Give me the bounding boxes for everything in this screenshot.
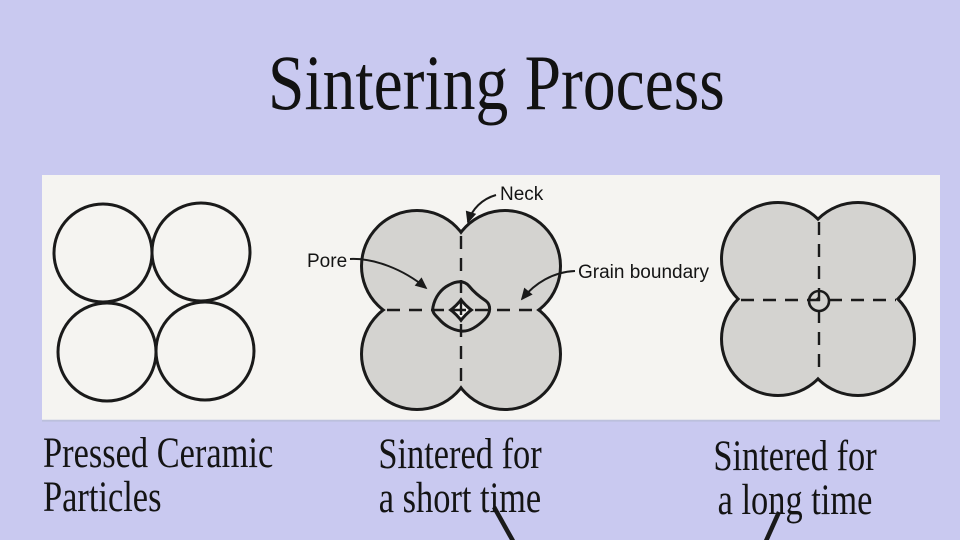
grain-lobe-fill — [451, 300, 559, 408]
caption-sintered-short: Sintered for a short time — [310, 433, 610, 520]
neck-arrow — [465, 194, 497, 224]
pore-circle — [807, 289, 831, 313]
particle-circle — [154, 300, 256, 402]
grain-lobe-fill — [363, 300, 471, 408]
caption-line: Particles — [43, 473, 162, 521]
grain-lobe-fill — [723, 284, 833, 394]
grain-lobe-fill — [363, 212, 471, 320]
pore-arrow — [349, 257, 428, 290]
sintered-short-figure — [360, 209, 562, 411]
callout-line-short-time — [492, 505, 515, 540]
grain-boundary-label: Grain boundary — [578, 262, 709, 283]
caption-line: Pressed Ceramic — [43, 430, 274, 477]
grain-lobe-fill — [803, 284, 913, 394]
neck-label: Neck — [500, 184, 544, 205]
page-title-text: Sintering Process — [268, 39, 725, 126]
caption-sintered-long: Sintered for a long time — [645, 435, 945, 522]
caption-line: Sintered for — [378, 431, 542, 478]
caption-line: Sintered for — [713, 433, 877, 480]
grain-lobe-fill — [803, 204, 913, 314]
sintered-long-figure — [720, 201, 916, 397]
pore-diamond — [431, 280, 492, 333]
grain-boundary-arrow — [520, 270, 576, 301]
callout-line-long-time — [763, 511, 782, 540]
caption-line: a short time — [378, 474, 542, 522]
pressed-particles-figure — [52, 201, 256, 403]
pore-label: Pore — [307, 251, 347, 272]
caption-pressed-particles: Pressed Ceramic Particles — [43, 432, 331, 519]
caption-line: a long time — [717, 476, 873, 524]
page-title: Sintering Process — [268, 44, 812, 122]
grain-lobe-fill — [723, 204, 833, 314]
